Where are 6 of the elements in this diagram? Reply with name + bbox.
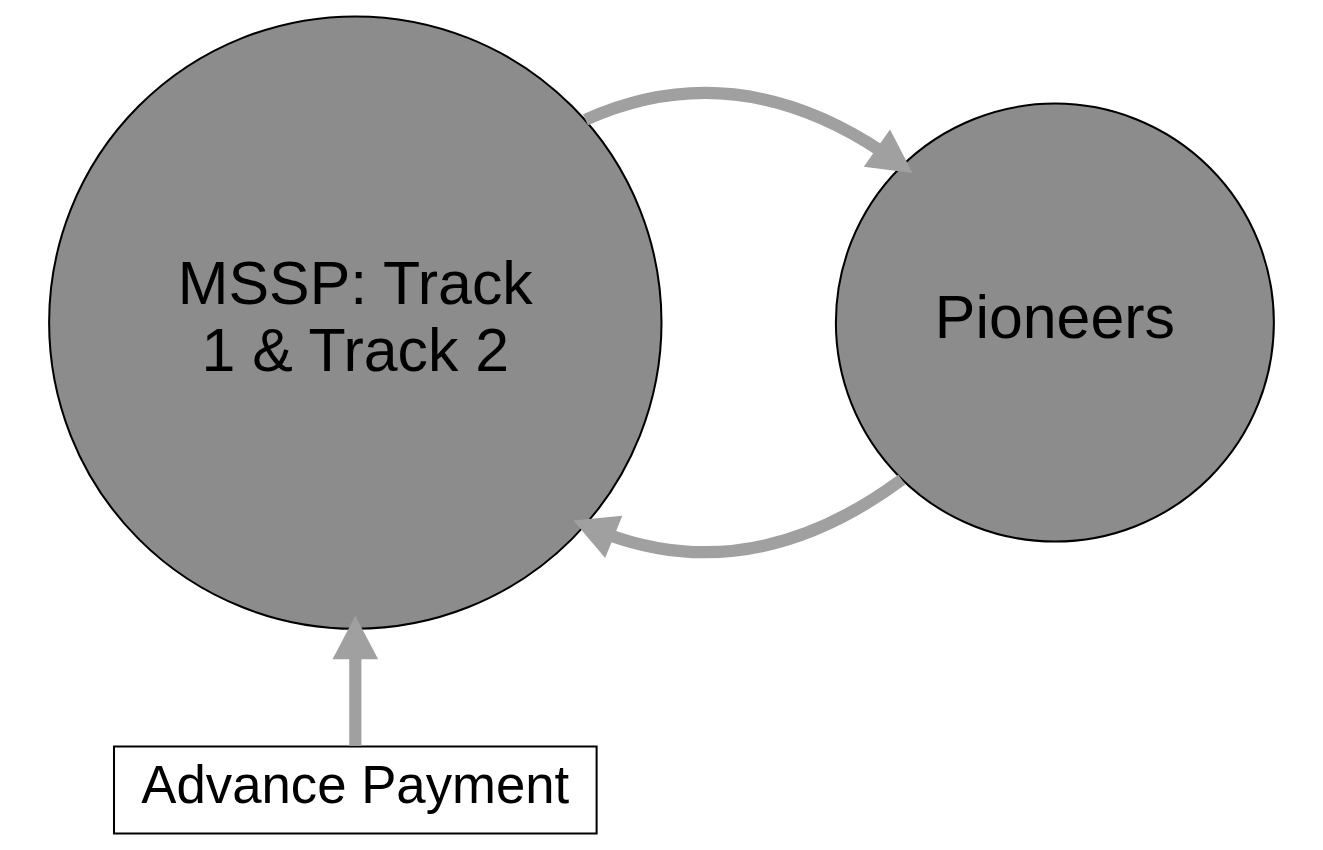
arrow	[573, 474, 906, 559]
node-box: Advance Payment	[113, 745, 598, 835]
node-circle: Pioneers	[834, 102, 1275, 543]
arrow	[583, 86, 913, 174]
node-circle: MSSP: Track 1 & Track 2	[48, 15, 663, 630]
arrow	[332, 615, 379, 747]
